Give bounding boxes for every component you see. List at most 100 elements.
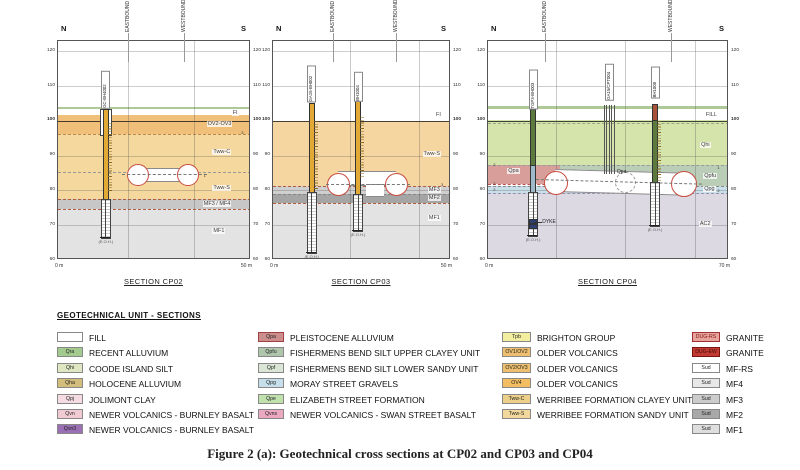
track-leader-line: [545, 33, 547, 62]
legend-label-older-volcanics: OLDER VOLCANICS: [537, 348, 618, 359]
gridline-h: [488, 51, 727, 53]
ytick-right: 70: [253, 221, 259, 227]
layer-label-Qpg: Qpg: [703, 186, 716, 193]
borehole-id-label: BH1008: [650, 67, 660, 99]
legend-label-older-volcanics: OLDER VOLCANICS: [537, 363, 618, 374]
borehole-eoh-label: (E.O.H.): [647, 227, 663, 233]
borehole-log-box: [357, 193, 364, 233]
legend-label-granite: GRANITE: [726, 348, 764, 359]
boundary-marker: 2: [493, 161, 496, 167]
gridline-h: [58, 120, 249, 123]
boundary-marker: 2: [493, 187, 496, 193]
legend-label-mf-rs: MF-RS: [726, 363, 753, 374]
compass-north-label: N: [276, 24, 282, 33]
track-leader-line: [396, 33, 398, 62]
gridline-h: [488, 225, 727, 227]
layer-label-Tww-C: Tww-C: [212, 148, 232, 155]
track-label-westbound: WESTBOUND: [180, 0, 187, 32]
compass-south-label: S: [240, 24, 246, 33]
legend-swatch-ov4: OV4: [502, 378, 531, 389]
ytick-left: 110: [47, 82, 55, 88]
compass-south-label: S: [440, 24, 446, 33]
layer-MF3/MF4: [58, 198, 249, 209]
ytick-right: 110: [253, 82, 261, 88]
legend-label-holocene-alluvium: HOLOCENE ALLUVIUM: [89, 379, 182, 390]
gridline-v: [418, 41, 420, 258]
layer-label-MF3: MF3: [427, 186, 441, 193]
tunnel-circle: [543, 171, 568, 196]
layer-label-FI: FI: [434, 112, 442, 119]
layer-label-MF2: MF2: [427, 195, 441, 202]
borehole-end-bar: [352, 230, 363, 232]
ytick-right: 70: [731, 221, 737, 227]
tunnel-circle: [670, 170, 697, 197]
ytick-left: 90: [49, 152, 55, 158]
annotation-dyke: DYKE: [542, 219, 556, 226]
legend-label-pleistocene-alluvium: PLEISTOCENE ALLUVIUM: [290, 333, 394, 343]
layer-veg: [58, 107, 249, 110]
track-label-eastbound: EASTBOUND: [542, 0, 549, 32]
ytick-left: 100: [46, 117, 55, 123]
layer-label-MF1: MF1: [427, 215, 441, 222]
ytick-right: 80: [453, 186, 459, 192]
layer-AC2: [488, 192, 727, 258]
legend-label-mf3: MF3: [726, 394, 743, 405]
ytick-left: 100: [261, 117, 270, 123]
tunnel-circle: [327, 173, 351, 197]
legend-swatch-sud: Sud: [692, 378, 720, 389]
legend-title: GEOTECHNICAL UNIT - SECTIONS: [57, 311, 201, 320]
compass-south-label: S: [718, 24, 724, 33]
ytick-left: 90: [479, 152, 485, 158]
ytick-right: 70: [453, 221, 459, 227]
legend-label-newer-volcanics-burnley-basalt: NEWER VOLCANICS - BURNLEY BASALT: [89, 410, 255, 420]
ytick-left: 120: [476, 47, 485, 53]
legend-swatch-dug-rs: DUG-RS: [692, 332, 720, 342]
layer-MF3: [273, 186, 449, 194]
borehole-column: [530, 164, 536, 195]
ytick-right: 90: [253, 152, 259, 158]
cpt-trace-line: [603, 105, 605, 174]
layer-FI: [273, 102, 449, 121]
ytick-left: 60: [264, 256, 270, 262]
ytick-left: 110: [477, 82, 485, 88]
legend-label-mf2: MF2: [726, 410, 743, 420]
gridline-h: [273, 190, 449, 192]
tunnel-axis-line: [326, 183, 411, 185]
boundary-marker: 2: [717, 187, 720, 193]
ytick-right: 60: [453, 256, 459, 262]
cpt-trace-line: [608, 105, 610, 174]
boundary-line: [58, 208, 249, 210]
borehole-depth-ticks: [313, 120, 318, 191]
borehole-log-box: [532, 192, 539, 237]
gridline-h: [488, 155, 727, 157]
boundary-line: [58, 198, 249, 200]
track-label-westbound: WESTBOUND: [667, 0, 674, 32]
gridline-v: [350, 41, 352, 258]
tunnel-circle: [176, 164, 199, 187]
legend-swatch-qhi: Qhi: [57, 362, 83, 373]
boundary-marker: 3: [440, 182, 444, 188]
legend-label-moray-street-gravels: MORAY STREET GRAVELS: [290, 379, 399, 390]
legend-label-werribee-formation-clayey-unit: WERRIBEE FORMATION CLAYEY UNIT: [537, 394, 693, 405]
boundary-marker: 2: [493, 181, 496, 187]
borehole-end-bar: [305, 252, 316, 253]
ytick-left: 70: [479, 221, 485, 227]
layer-label-OV2-OV3: OV2-OV3: [206, 121, 233, 128]
boundary-marker: 1: [717, 165, 720, 171]
section-title-CP03: SECTION CP03: [331, 277, 391, 286]
layer-label-MF3/MF4: MF3 / MF4: [202, 200, 232, 207]
boundary-line: [488, 123, 727, 125]
layer-label-Qpfu: Qpfu: [703, 172, 718, 179]
xaxis-left-label: 0 m: [270, 263, 279, 269]
xaxis-right-label: 50 m: [240, 263, 252, 269]
legend-label-recent-alluvium: RECENT ALLUVIUM: [89, 348, 169, 359]
legend-swatch-sud: Sud: [692, 409, 720, 419]
boundary-marker: 1: [203, 173, 206, 179]
legend-label-mf1: MF1: [726, 425, 743, 436]
tunnel-band: [365, 183, 385, 198]
track-label-eastbound: EASTBOUND: [125, 0, 132, 32]
